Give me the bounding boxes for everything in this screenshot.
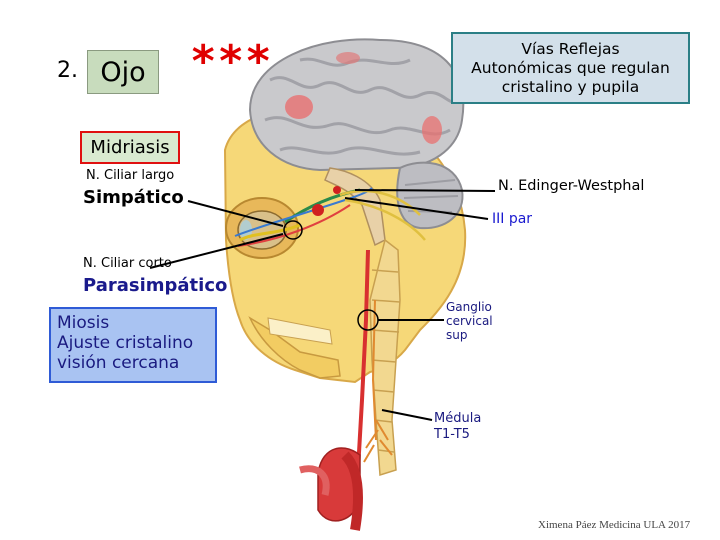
miosis-line-3: visión cercana: [57, 353, 180, 373]
eyeball-highlight: [240, 220, 252, 240]
n-ciliar-corto-label: N. Ciliar corto: [83, 256, 172, 271]
ganglio-line-2: cervical: [446, 314, 493, 328]
ganglio-line-1: Ganglio: [446, 300, 492, 314]
ciliary-nerve: [239, 223, 301, 242]
sympathetic-fiber: [237, 204, 351, 247]
title-line-3: cristalino y pupila: [501, 77, 640, 96]
lateral-nerves: [339, 189, 426, 241]
ganglio-cervical-label: Ganglio cervical sup: [446, 300, 493, 342]
title-line-2: Autonómicas que regulan: [471, 58, 670, 77]
title-line-1: Vías Reflejas: [521, 39, 620, 58]
brainstem: [324, 167, 386, 247]
section-label-ojo: Ojo: [87, 50, 159, 94]
ciliary-ganglion: [283, 220, 303, 240]
midriasis-label: Midriasis: [80, 131, 180, 164]
brain-highlight-red: [285, 95, 313, 119]
slide-number: 2.: [57, 58, 78, 83]
miosis-line-2: Ajuste cristalino: [57, 333, 194, 353]
miosis-box: Miosis Ajuste cristalino visión cercana: [49, 307, 217, 383]
carotid-artery: [356, 249, 370, 471]
pointer-medula: [381, 409, 433, 421]
medula-line-1: Médula: [434, 411, 482, 426]
simpatico-label: Simpático: [83, 187, 184, 208]
parasimpatico-label: Parasimpático: [83, 275, 228, 296]
ganglio-line-3: sup: [446, 328, 468, 342]
medula-line-2: T1-T5: [434, 427, 470, 442]
brain-gyri: [264, 57, 457, 156]
importance-stars: ***: [190, 36, 273, 87]
pointer-iii-par: [344, 197, 489, 220]
aorta-descending: [341, 451, 363, 531]
thoracic-branches: [363, 419, 393, 463]
iii-par-label: III par: [492, 211, 533, 227]
pointer-edinger: [354, 189, 496, 192]
sympathetic-chain: [371, 299, 377, 441]
n-ciliar-largo-label: N. Ciliar largo: [86, 168, 175, 183]
title-box: Vías Reflejas Autonómicas que regulan cr…: [451, 32, 690, 104]
vertebra-lines: [370, 269, 401, 453]
brain-highlight-red-3: [336, 52, 360, 64]
edinger-westphal-label: N. Edinger-Westphal: [498, 178, 645, 194]
red-node: [312, 204, 324, 216]
vertebral-column: [369, 238, 401, 476]
miosis-line-1: Miosis: [57, 313, 110, 333]
credit-text: Ximena Páez Medicina ULA 2017: [538, 519, 691, 531]
medula-label: Médula T1-T5: [434, 411, 481, 443]
teeth: [267, 317, 333, 345]
pointer-simpatico: [187, 200, 284, 227]
pulmonary-vessel: [299, 465, 330, 496]
pointer-ciliar-corto: [149, 233, 284, 269]
brain-highlight-red-2: [422, 116, 442, 144]
red-node-2: [333, 186, 341, 194]
